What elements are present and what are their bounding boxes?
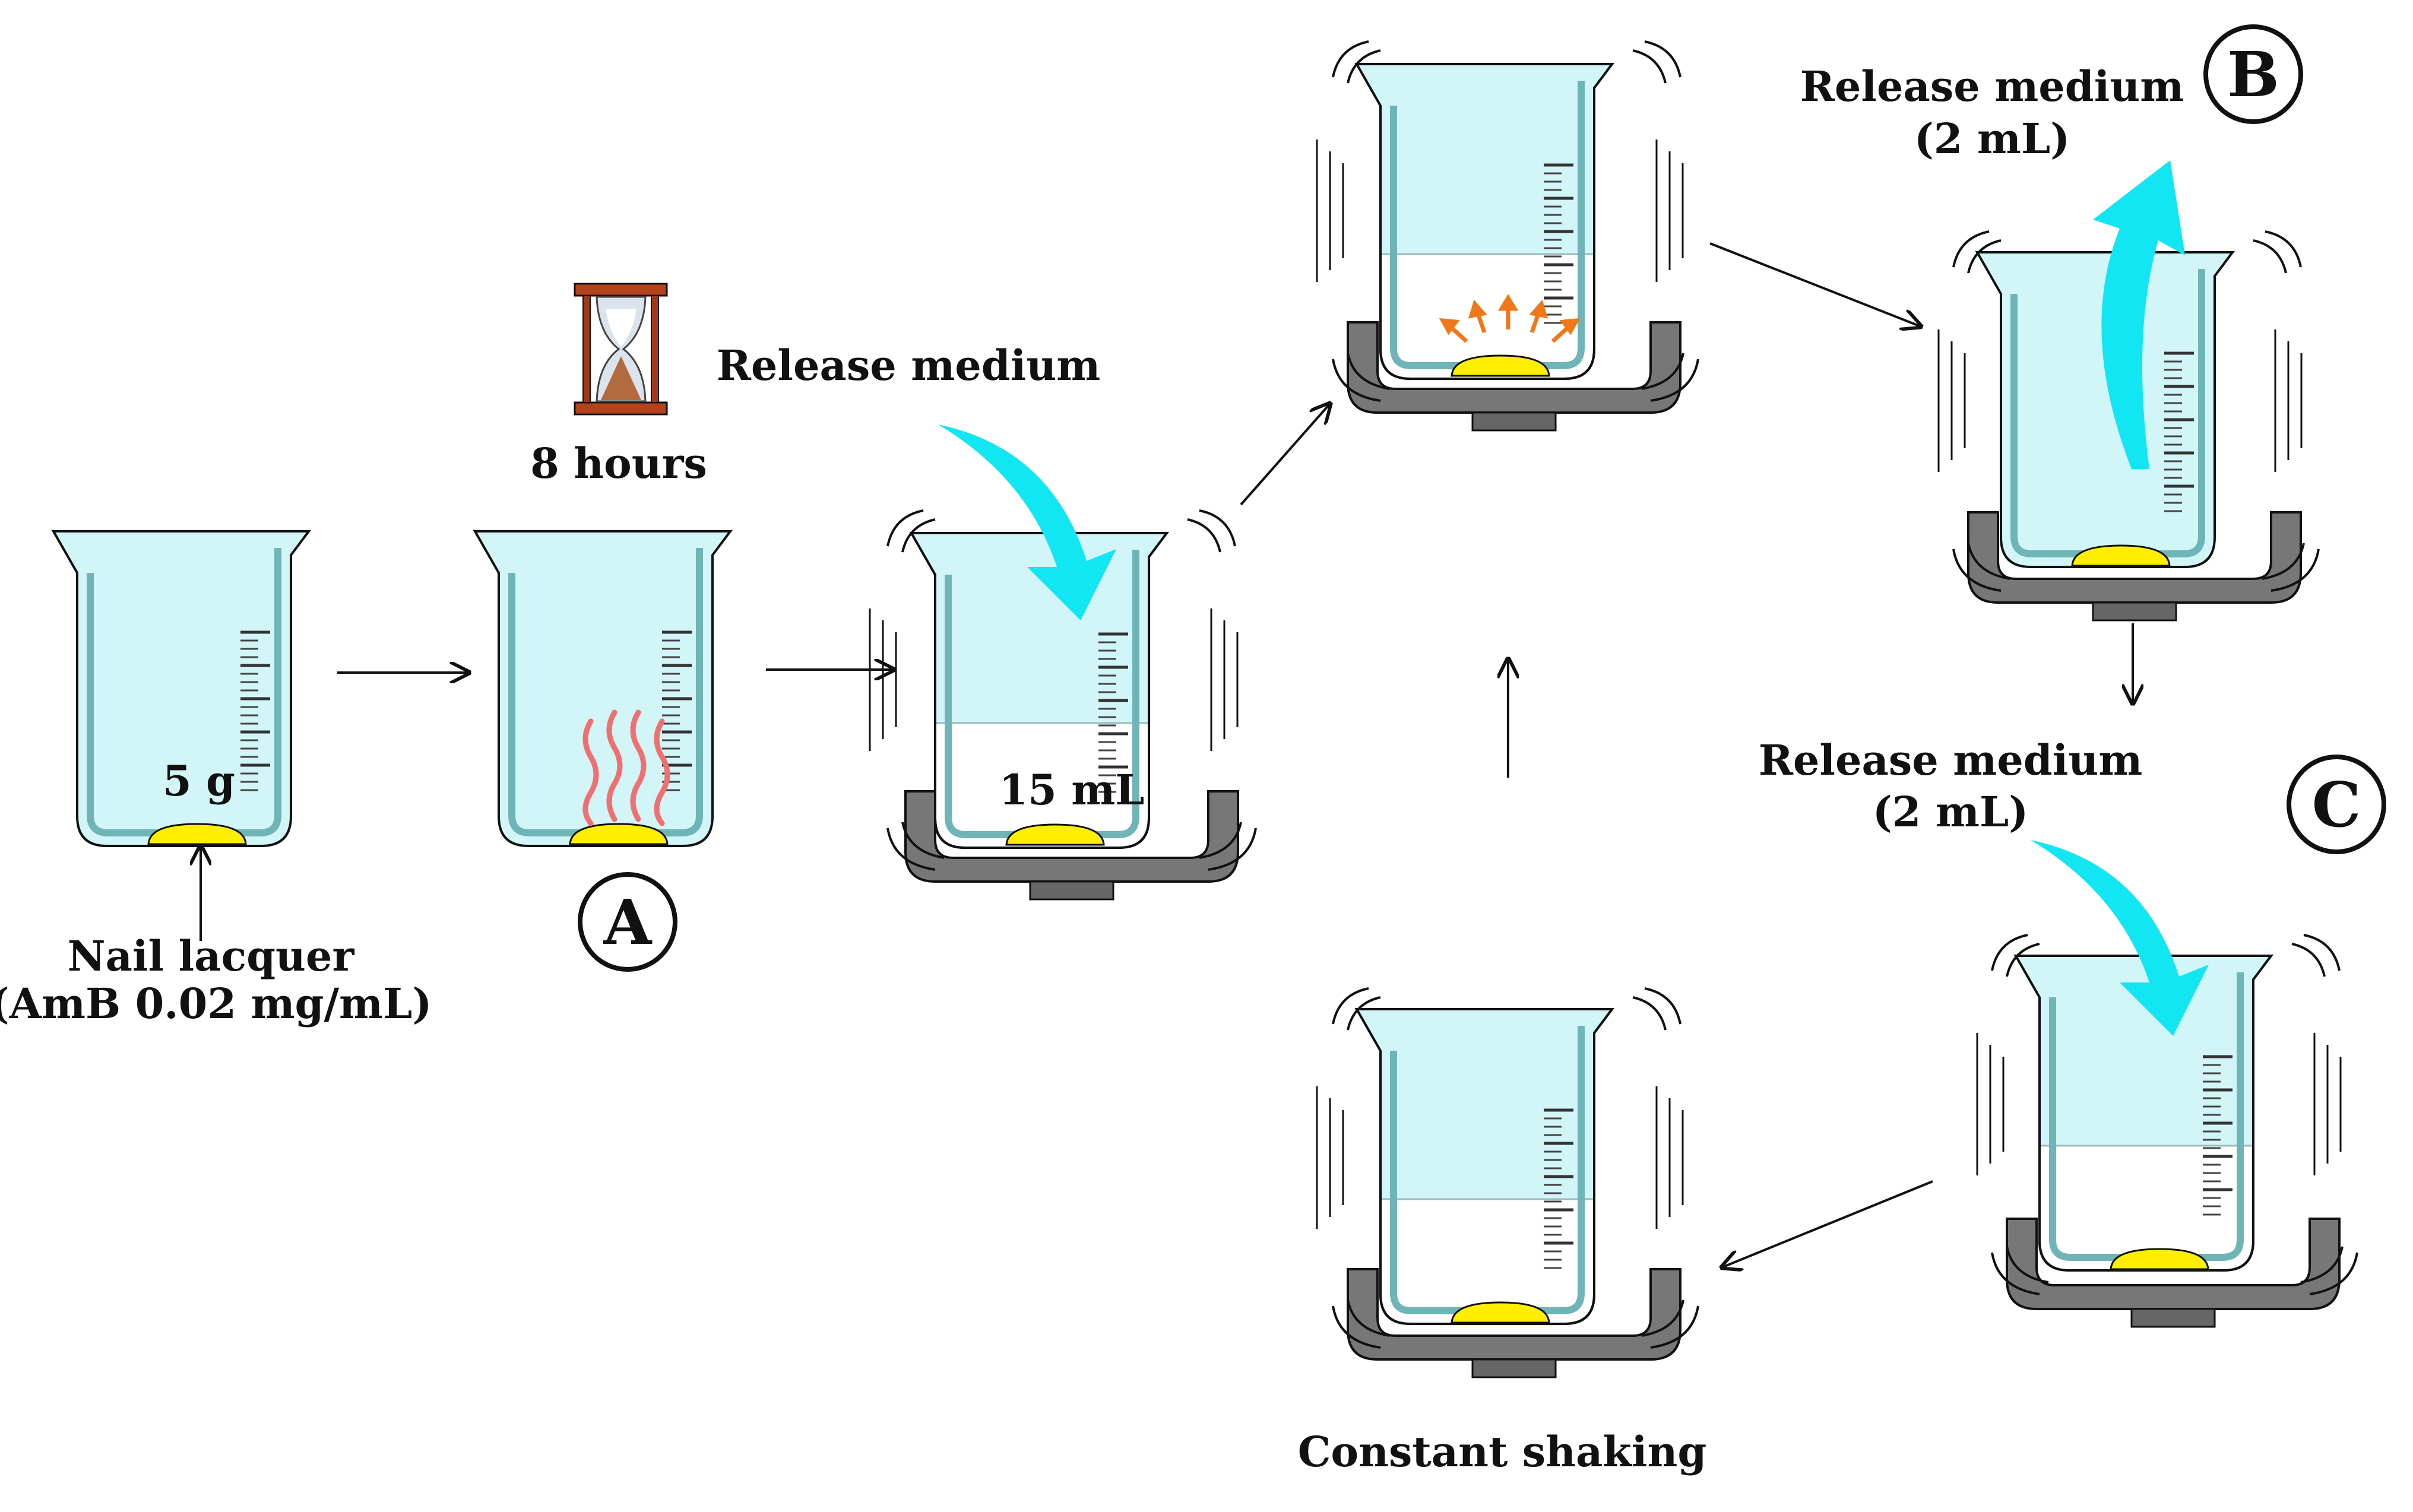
heat-waves-icon xyxy=(582,709,670,826)
step-b-circle xyxy=(2203,24,2303,124)
step-a-label: A xyxy=(603,886,653,959)
constant-shaking-label: Constant shaking xyxy=(1298,1427,1707,1476)
hourglass-icon xyxy=(574,283,668,416)
nail-lacquer-label: Nail lacquer xyxy=(68,931,355,981)
flow-arrow xyxy=(1240,404,1330,506)
nail-lacquer-concentration-label: (AmB 0.02 mg/mL) xyxy=(0,979,432,1028)
step-a-circle xyxy=(578,872,677,972)
step-b-label: B xyxy=(2227,38,2279,111)
release-arrows-icon xyxy=(1439,294,1581,343)
beaker-drying xyxy=(475,531,730,846)
flow-arrow xyxy=(1722,1180,1933,1267)
release-medium-b-label: Release medium xyxy=(1800,62,2184,111)
step-c-label: C xyxy=(2312,768,2361,841)
flow-arrow xyxy=(1709,242,1921,327)
mass-label: 5 g xyxy=(163,756,235,806)
step-c-circle xyxy=(2287,755,2386,854)
time-label: 8 hours xyxy=(530,439,707,488)
beaker-shaking xyxy=(1357,1009,1612,1324)
volume-label: 15 mL xyxy=(999,765,1144,814)
withdraw-arrow-icon xyxy=(2093,160,2185,469)
release-medium-c-label: Release medium xyxy=(1759,736,2143,785)
release-medium-b-volume: (2 mL) xyxy=(1914,114,2070,163)
release-medium-label: Release medium xyxy=(717,341,1101,390)
release-medium-c-volume: (2 mL) xyxy=(1873,787,2029,836)
